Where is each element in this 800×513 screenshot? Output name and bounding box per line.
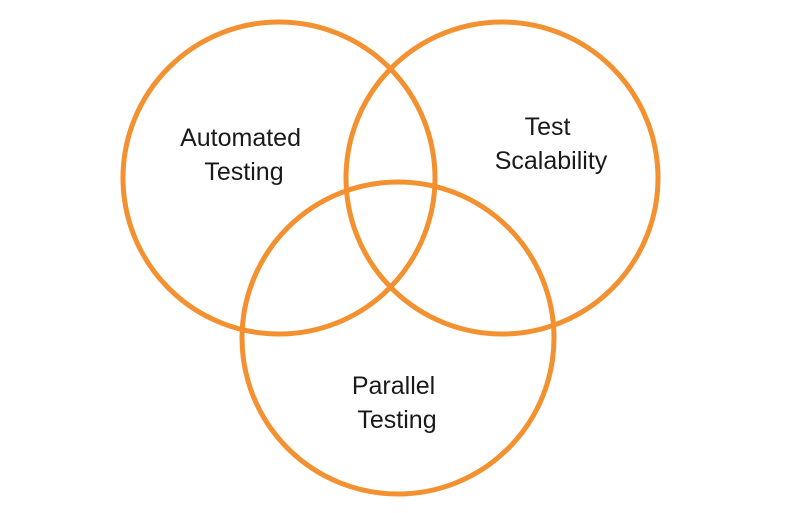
- label-automated-testing-line2: Testing: [204, 158, 283, 186]
- label-automated-testing-line1: Automated: [180, 124, 301, 152]
- circle-automated-testing: [120, 19, 438, 337]
- label-test-scalability: Test Scalability: [495, 113, 608, 175]
- circle-parallel-testing: [239, 179, 557, 497]
- label-parallel-testing-line1: Parallel: [352, 372, 435, 400]
- label-test-scalability-line2: Scalability: [495, 147, 608, 175]
- label-parallel-testing-line2: Testing: [357, 406, 436, 434]
- label-automated-testing: Automated Testing: [180, 124, 308, 186]
- label-parallel-testing: Parallel Testing: [352, 372, 442, 434]
- circle-test-scalability: [343, 19, 661, 337]
- label-test-scalability-line1: Test: [525, 113, 571, 141]
